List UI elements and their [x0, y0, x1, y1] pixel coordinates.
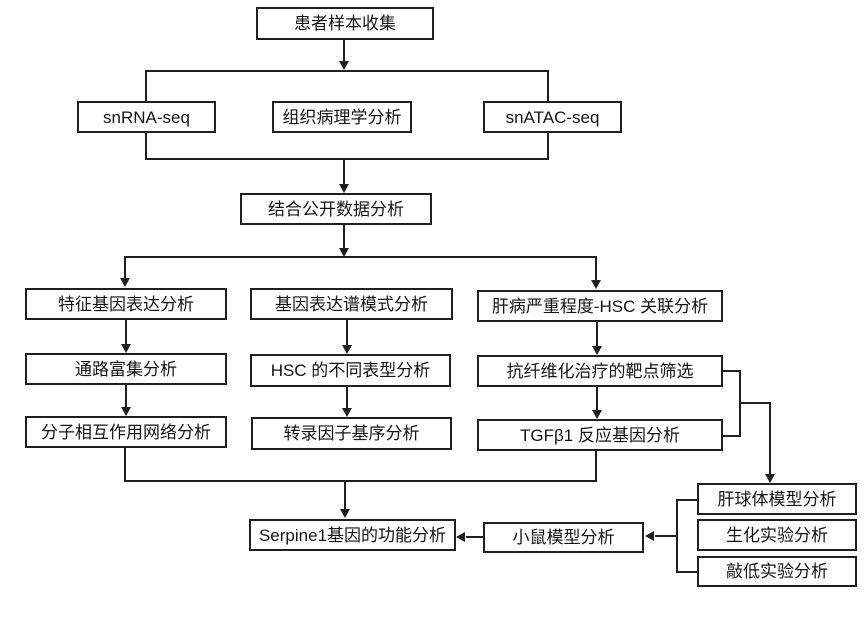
connector-drop-to-spheroid — [769, 402, 771, 474]
connector-left-bracket-vertical — [676, 499, 678, 573]
arrowhead-phenotype-to-motif — [342, 408, 352, 417]
connector-branch-to-feature-gene — [124, 258, 126, 278]
node-liver-severity-hsc-correlation: 肝病严重程度-HSC 关联分析 — [477, 290, 723, 322]
node-tgfb1-response-gene: TGFβ1 反应基因分析 — [477, 419, 723, 451]
connector-patient-to-frame — [343, 39, 345, 62]
arrowhead-branch-to-severity-hsc — [591, 280, 601, 289]
connector-phenotype-to-motif — [346, 387, 348, 408]
connector-branch-line — [124, 256, 597, 258]
arrowhead-feature-gene-to-pathway — [121, 344, 131, 353]
node-hsc-phenotype-analysis: HSC 的不同表型分析 — [250, 354, 451, 387]
connector-knockdown-to-bracket — [677, 571, 697, 573]
node-knockdown-experiment: 敲低实验分析 — [697, 556, 857, 587]
node-molecular-interaction-network: 分子相互作用网络分析 — [25, 416, 227, 448]
connector-bracket-to-mouse-model — [655, 535, 677, 537]
connector-bracket-to-drop — [739, 402, 771, 404]
node-snatac-seq: snATAC-seq — [483, 101, 622, 133]
arrowhead-target-to-tgfb1 — [592, 410, 602, 419]
node-mouse-model-analysis: 小鼠模型分析 — [483, 522, 644, 553]
connector-tgfb1-to-collector — [595, 451, 597, 482]
connector-severity-to-target — [596, 322, 598, 346]
node-antifibrotic-target-screening: 抗纤维化治疗的靶点筛选 — [477, 355, 723, 387]
node-feature-gene-expression: 特征基因表达分析 — [25, 288, 227, 320]
connector-collector-to-serpine1 — [344, 482, 346, 509]
arrowhead-drop-to-spheroid — [765, 474, 775, 483]
connector-frame-to-public-data — [343, 158, 345, 184]
node-serpine1-function-analysis: Serpine1基因的功能分析 — [249, 519, 456, 551]
node-snrna-seq: snRNA-seq — [77, 101, 216, 133]
connector-branch-to-severity-hsc — [595, 258, 597, 280]
arrowhead-mouse-to-serpine1 — [456, 532, 465, 542]
node-histopathology-analysis: 组织病理学分析 — [272, 101, 412, 133]
connector-tgfb1-to-bracket — [723, 435, 741, 437]
connector-target-to-bracket — [723, 370, 741, 372]
connector-public-data-to-branch — [343, 225, 345, 248]
arrowhead-frame-to-public-data — [339, 184, 349, 193]
connector-target-to-tgfb1 — [596, 387, 598, 410]
arrowhead-bracket-to-mouse-model — [645, 531, 654, 541]
node-pathway-enrichment: 通路富集分析 — [25, 353, 227, 385]
node-biochemical-experiment: 生化实验分析 — [697, 519, 857, 551]
connector-pathway-to-network — [125, 385, 127, 407]
connector-collector-line — [124, 480, 597, 482]
arrowhead-pathway-to-network — [121, 407, 131, 416]
arrowhead-branch-to-feature-gene — [120, 278, 130, 287]
connector-pattern-to-phenotype — [346, 320, 348, 345]
node-liver-spheroid-model: 肝球体模型分析 — [697, 483, 857, 515]
arrowhead-patient-to-frame — [339, 61, 349, 70]
connector-spheroid-to-bracket — [677, 499, 697, 501]
connector-feature-gene-to-pathway — [125, 320, 127, 344]
node-patient-sample-collection: 患者样本收集 — [256, 7, 434, 40]
connector-network-to-collector — [124, 448, 126, 482]
node-expression-pattern-analysis: 基因表达谱模式分析 — [250, 288, 453, 320]
arrowhead-severity-to-target — [592, 346, 602, 355]
node-tf-motif-analysis: 转录因子基序分析 — [251, 417, 452, 450]
arrowhead-public-data-to-branch — [339, 248, 349, 257]
arrowhead-collector-to-serpine1 — [340, 509, 350, 518]
node-public-data-analysis: 结合公开数据分析 — [240, 193, 432, 225]
arrowhead-pattern-to-phenotype — [342, 345, 352, 354]
connector-mouse-to-serpine1 — [466, 536, 483, 538]
